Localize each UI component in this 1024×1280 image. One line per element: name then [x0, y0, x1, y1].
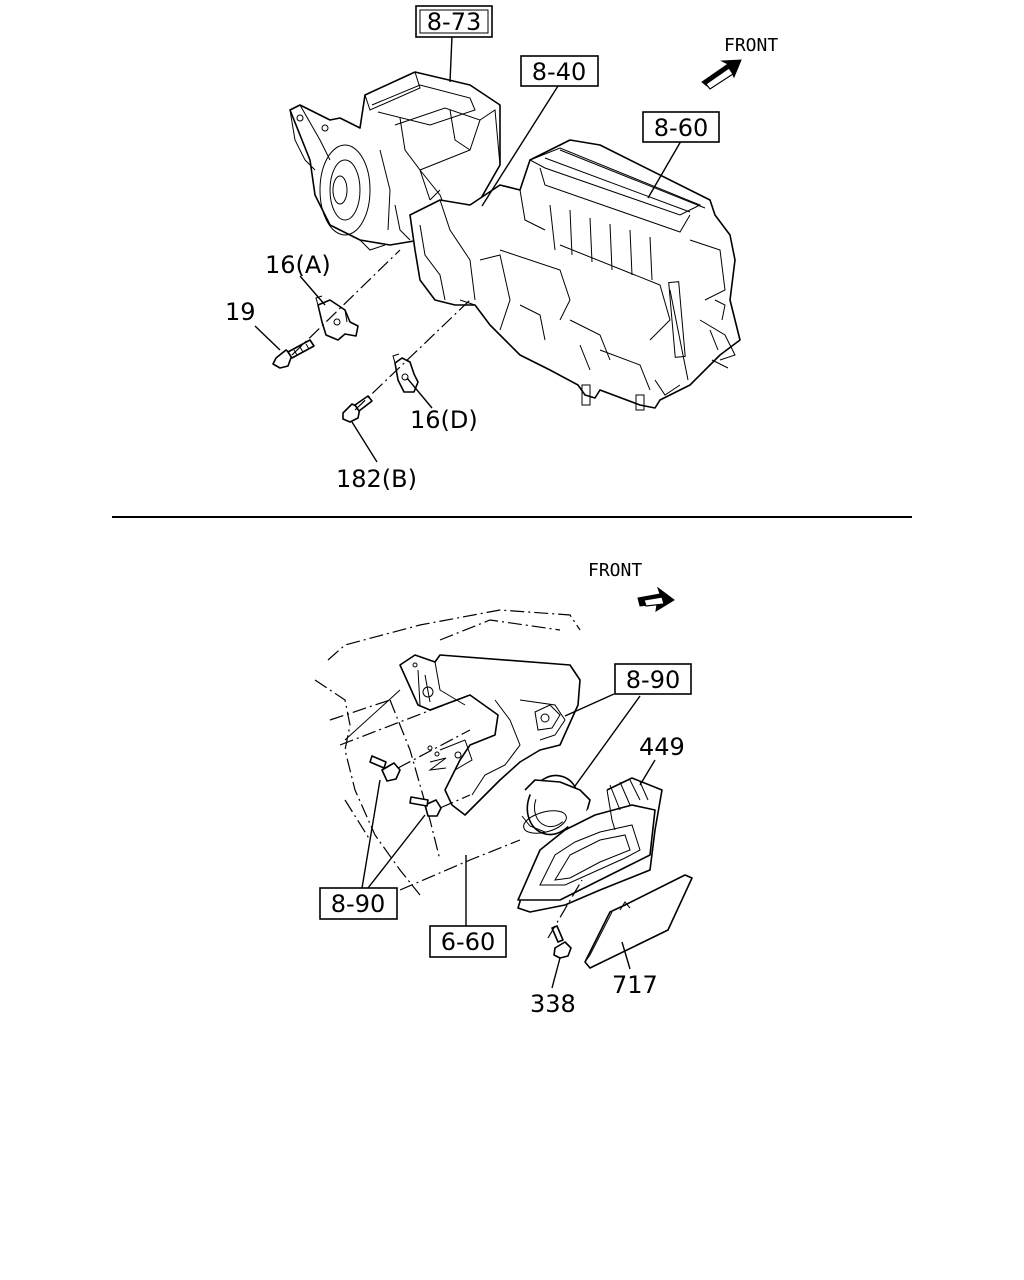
leader-182b — [351, 421, 378, 463]
dashboard-outline — [314, 609, 581, 896]
part-label-338: 338 — [530, 990, 576, 1018]
ref-box-8-73: 8-73 — [415, 5, 493, 38]
leader-8-73 — [449, 35, 453, 83]
bracket-16a — [315, 295, 359, 341]
lower-dash-line-a — [397, 729, 471, 769]
lower-front-label: FRONT — [588, 560, 642, 581]
upper-diagram: FRONT — [225, 5, 778, 493]
part-label-16a: 16(A) — [265, 251, 331, 279]
upper-dash-line-d — [354, 299, 471, 411]
ref-label-8-60: 8-60 — [654, 114, 708, 142]
ref-box-8-60: 8-60 — [642, 111, 720, 143]
leader-19 — [254, 325, 281, 351]
upper-dash-line-a — [291, 249, 401, 356]
ref-box-8-90-top: 8-90 — [614, 663, 692, 695]
lower-diagram: FRONT — [314, 560, 693, 1018]
leader-8-90-top-a — [564, 693, 615, 717]
filter-case-449 — [517, 777, 663, 913]
leader-717 — [621, 941, 631, 970]
lower-dash-line-c — [547, 879, 583, 939]
bolt-lower-left — [409, 796, 442, 817]
ref-label-8-40: 8-40 — [532, 58, 586, 86]
ref-label-8-90-left: 8-90 — [331, 890, 385, 918]
part-label-717: 717 — [612, 971, 658, 999]
lower-dash-line-b — [439, 794, 471, 809]
leader-16d — [406, 377, 433, 409]
leader-8-90-top-b — [574, 695, 641, 787]
leader-16a — [299, 275, 326, 306]
ref-label-6-60: 6-60 — [441, 928, 495, 956]
leader-8-40 — [481, 85, 559, 207]
hvac-unit — [394, 139, 741, 411]
ref-label-8-73: 8-73 — [427, 8, 481, 36]
ref-box-8-40: 8-40 — [520, 55, 599, 87]
leader-449 — [639, 759, 656, 786]
upper-front-label: FRONT — [724, 35, 778, 56]
ref-box-6-60: 6-60 — [429, 925, 507, 958]
bolt-upper-left — [369, 755, 401, 782]
leader-338 — [551, 957, 561, 989]
part-label-16d: 16(D) — [410, 406, 478, 434]
leader-8-90-left-b — [367, 814, 426, 889]
ref-label-8-90-top: 8-90 — [626, 666, 680, 694]
ref-box-8-90-left: 8-90 — [319, 887, 398, 920]
screw-338 — [551, 925, 572, 959]
leader-8-60 — [647, 140, 682, 199]
blower-housing — [344, 654, 581, 816]
flange-ring — [521, 774, 591, 836]
part-label-182b: 182(B) — [336, 465, 417, 493]
bolt-182b — [342, 395, 373, 423]
bolt-19 — [272, 339, 315, 369]
part-label-449: 449 — [639, 733, 685, 761]
upper-front-arrow-icon — [701, 59, 742, 90]
part-label-19: 19 — [225, 298, 256, 326]
lower-front-arrow-icon — [637, 586, 675, 612]
leader-8-90-left-a — [361, 779, 381, 889]
cover-717 — [584, 874, 693, 969]
